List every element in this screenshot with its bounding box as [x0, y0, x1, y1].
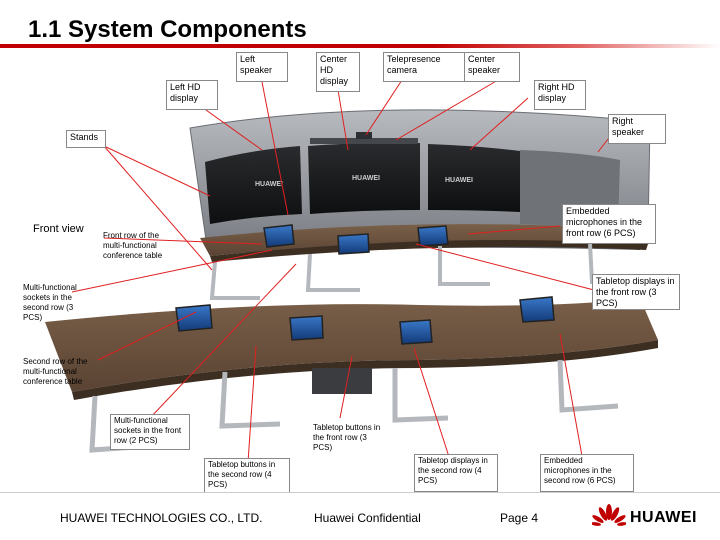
footer-divider: [0, 492, 720, 493]
slide-footer: HUAWEI TECHNOLOGIES CO., LTD. Huawei Con…: [0, 492, 720, 540]
label-center-speaker: Center speaker: [464, 52, 520, 82]
footer-company: HUAWEI TECHNOLOGIES CO., LTD.: [60, 511, 263, 525]
title-underline: [0, 44, 720, 48]
left-hd-screen: [205, 146, 302, 224]
callout-lines: [71, 79, 613, 463]
label-embedded-mics-front: Embedded microphones in the front row (6…: [562, 204, 656, 244]
screen-logo-center: HUAWEI: [352, 175, 380, 182]
front-row-leg-2: [305, 253, 360, 292]
front-row-leg-1: [209, 261, 260, 300]
label-sockets-second-row: Multi-functional sockets in the second r…: [23, 283, 77, 322]
front-row-leg-3: [438, 246, 490, 286]
front-row-table-edge: [210, 240, 648, 262]
label-second-row-table: Second row of the multi-functional confe…: [23, 357, 88, 386]
label-right-speaker: Right speaker: [608, 114, 666, 144]
label-center-hd-display: Center HD display: [316, 52, 360, 92]
label-right-hd-display: Right HD display: [534, 80, 586, 110]
telepresence-camera-body: [356, 132, 372, 139]
label-buttons-second-row: Tabletop buttons in the second row (4 PC…: [204, 458, 290, 496]
label-left-speaker: Left speaker: [236, 52, 288, 82]
second-row-tabletop-displays: [175, 296, 555, 345]
label-front-row-table: Front row of the multi-functional confer…: [103, 231, 163, 260]
label-left-hd-display: Left HD display: [166, 80, 218, 110]
footer-logo-text: HUAWEI: [630, 509, 697, 526]
label-telepresence-camera: Telepresence camera: [383, 52, 465, 82]
huawei-logo-icon: [592, 504, 626, 526]
screen-logo-right: HUAWEI: [445, 177, 473, 184]
screen-logo-left: HUAWEI: [255, 181, 283, 188]
label-front-view: Front view: [33, 223, 84, 235]
label-buttons-front-row: Tabletop buttons in the front row (3 PCS…: [313, 423, 381, 452]
footer-page-number: Page 4: [500, 511, 539, 525]
label-embedded-mics-second: Embedded microphones in the second row (…: [540, 454, 634, 492]
label-displays-second-row: Tabletop displays in the second row (4 P…: [414, 454, 498, 492]
label-tabletop-displays-front: Tabletop displays in the front row (3 PC…: [592, 274, 680, 310]
right-hd-screen: [428, 144, 520, 212]
label-sockets-front-row: Multi-functional sockets in the front ro…: [110, 414, 190, 450]
second-row-leg-2: [219, 371, 281, 429]
page-title: 1.1 System Components: [28, 16, 307, 43]
center-speaker-bar: [310, 138, 418, 144]
footer-confidential: Huawei Confidential: [314, 511, 421, 525]
label-stands: Stands: [66, 130, 106, 148]
front-row-tabletop-displays: [263, 224, 449, 255]
second-row-cable-box: [312, 368, 372, 394]
second-row-leg-4: [557, 359, 619, 413]
center-hd-screen: [308, 142, 420, 214]
second-row-leg-3: [392, 368, 449, 423]
